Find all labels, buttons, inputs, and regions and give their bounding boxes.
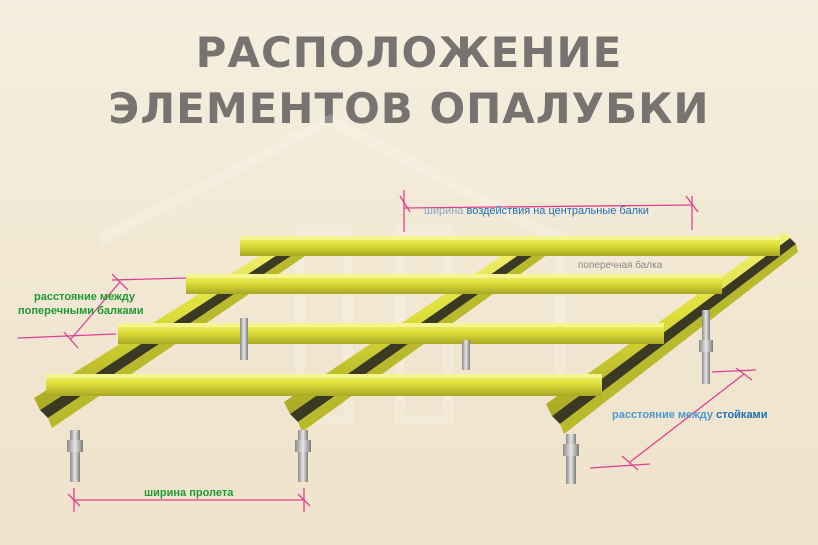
label-prop-spacing-rest: стойками: [716, 409, 767, 421]
label-central-width-rest: воздействия на центральные балки: [466, 205, 648, 217]
prop-front-left: [67, 430, 83, 482]
cross-beam-3: [118, 323, 664, 344]
dimension-prop-spacing: [589, 367, 757, 471]
label-prop-spacing: расстояние между стойками: [612, 409, 767, 421]
cross-beam-1: [240, 236, 780, 256]
label-central-width-prefix: ширина: [424, 205, 466, 217]
central-beam-right: [546, 232, 798, 434]
prop-front-middle: [295, 430, 311, 482]
label-span-width: ширина пролета: [144, 487, 234, 499]
cross-beam-2: [186, 274, 722, 294]
label-cross-beam: поперечная балка: [578, 259, 663, 271]
prop-back-right: [699, 310, 713, 384]
label-cross-spacing-line-1: расстояние между: [34, 291, 136, 303]
dimension-central-width: [399, 190, 699, 232]
title-line-1: РАСПОЛОЖЕНИЕ: [195, 28, 623, 77]
label-prop-spacing-prefix: расстояние между: [612, 409, 716, 421]
title-line-2: ЭЛЕМЕНТОВ ОПАЛУБКИ: [108, 84, 710, 133]
dimension-cross-spacing: [17, 273, 187, 349]
prop-front-right: [563, 434, 579, 484]
dimension-span-width: [67, 488, 311, 512]
label-cross-spacing-line-2: поперечными балками: [18, 305, 144, 317]
cross-beam-4: [46, 374, 602, 396]
prop-back-left: [240, 318, 248, 360]
label-central-width: ширина воздействия на центральные балки: [424, 205, 649, 217]
prop-back-middle: [462, 340, 470, 370]
